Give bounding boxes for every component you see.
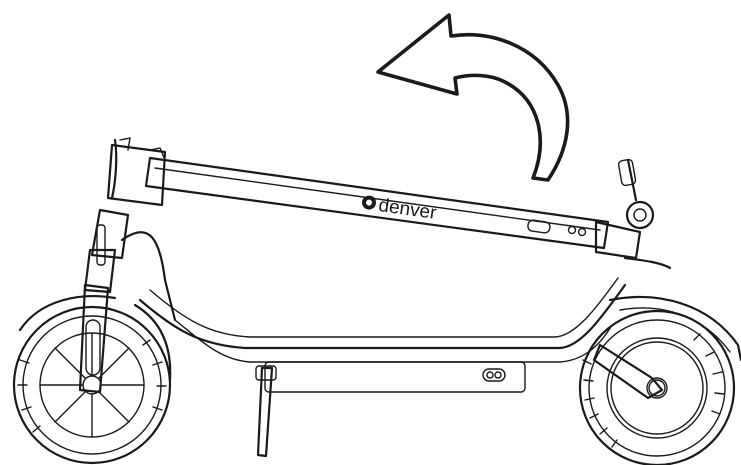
brand-text: denver xyxy=(377,195,438,224)
curved-arrow-left-icon xyxy=(376,13,570,182)
rear-wheel xyxy=(578,309,736,465)
steering-head xyxy=(90,208,177,322)
front-fender xyxy=(18,295,172,382)
rear-swingarm xyxy=(592,343,668,400)
rear-fender xyxy=(608,295,741,362)
kickstand xyxy=(255,365,277,458)
front-fork xyxy=(78,248,117,394)
scooter-deck xyxy=(138,277,627,393)
denver-logo-icon xyxy=(362,195,377,210)
handlebar-grip xyxy=(106,137,167,207)
handlebar-stem xyxy=(144,156,610,250)
front-wheel xyxy=(12,305,172,465)
fold-hinge xyxy=(594,158,672,270)
